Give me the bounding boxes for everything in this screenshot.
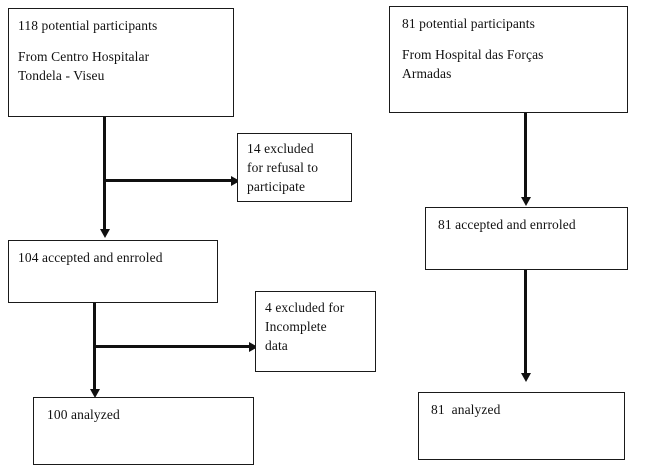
box-right-analyzed: 81 analyzed [418, 392, 625, 460]
box-right-enrolled: 81 accepted and enrroled [425, 207, 628, 270]
box-left-exclusion-1-line-3: participate [247, 179, 306, 194]
box-right-source: 81 potential participants From Hospital … [389, 6, 628, 113]
box-left-source-line-1: 118 potential participants [18, 18, 158, 33]
connector-left-trunk-1 [103, 117, 106, 230]
arrowhead-right-enrolled [520, 197, 531, 206]
arrowhead-left-exclusion-2 [249, 341, 258, 352]
box-left-source: 118 potential participants From Centro H… [8, 8, 234, 117]
connector-right-trunk-1 [524, 113, 527, 198]
connector-left-exclusion-2 [95, 345, 251, 348]
connector-left-exclusion-1 [105, 179, 233, 182]
box-left-exclusion-2-line-1: 4 excluded for [265, 300, 345, 315]
connector-right-trunk-2 [524, 270, 527, 374]
box-right-source-line-1: 81 potential participants [402, 16, 535, 31]
box-left-exclusion-2-line-2: Incomplete [265, 319, 327, 334]
box-left-analyzed-line-1: 100 analyzed [47, 407, 120, 422]
arrowhead-right-analyzed [520, 373, 531, 382]
box-left-enrolled: 104 accepted and enrroled [8, 240, 218, 303]
arrowhead-left-analyzed [89, 389, 100, 398]
box-left-source-line-3: Tondela - Viseu [18, 68, 105, 83]
box-left-analyzed: 100 analyzed [33, 397, 254, 465]
box-right-enrolled-line-1: 81 accepted and enrroled [438, 217, 576, 232]
spacer [18, 35, 233, 47]
box-left-exclusion-2: 4 excluded for Incomplete data [255, 291, 376, 372]
box-right-analyzed-line-1: 81 analyzed [431, 402, 501, 417]
box-right-source-line-3: Armadas [402, 66, 452, 81]
box-left-enrolled-line-1: 104 accepted and enrroled [18, 250, 163, 265]
box-right-source-line-2: From Hospital das Forças [402, 47, 544, 62]
box-left-exclusion-1: 14 excluded for refusal to participate [237, 133, 352, 202]
spacer [402, 33, 627, 45]
box-left-exclusion-1-line-2: for refusal to [247, 160, 319, 175]
box-left-exclusion-2-line-3: data [265, 338, 288, 353]
box-left-source-line-2: From Centro Hospitalar [18, 49, 150, 64]
arrowhead-left-exclusion-1 [231, 175, 240, 186]
arrowhead-left-enrolled [99, 229, 110, 238]
box-left-exclusion-1-line-1: 14 excluded [247, 141, 314, 156]
connector-left-trunk-2 [93, 303, 96, 390]
